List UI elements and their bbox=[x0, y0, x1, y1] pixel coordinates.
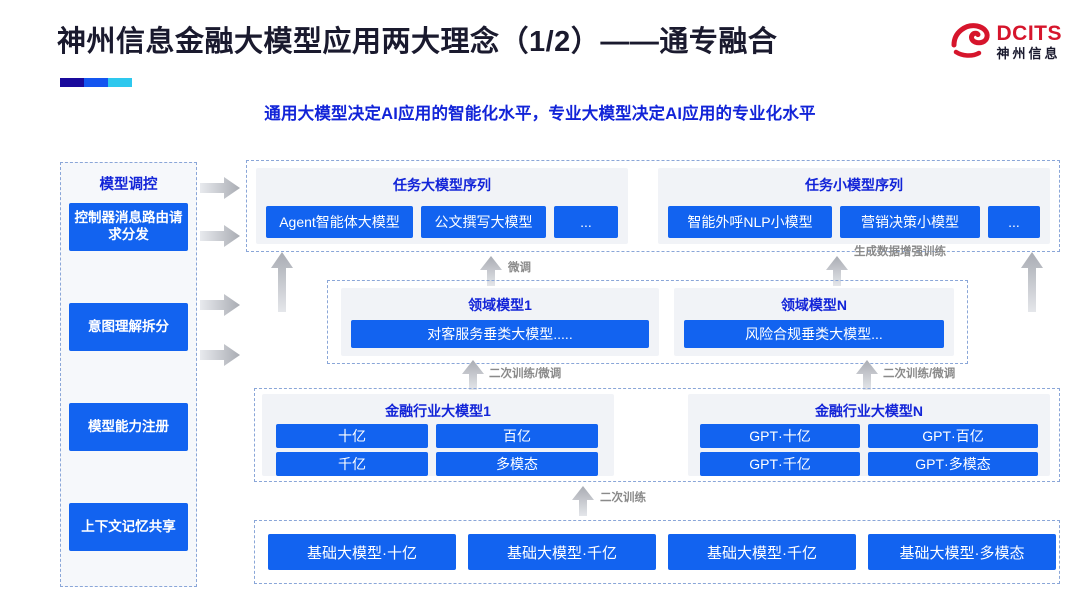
industry-model-n-group: 金融行业大模型N GPT·十亿 GPT·百亿 GPT·千亿 GPT·多模态 bbox=[688, 394, 1050, 476]
domain-row-container bbox=[327, 280, 968, 364]
task-row-container bbox=[246, 160, 1060, 252]
chip-ind1-multimodal[interactable]: 多模态 bbox=[436, 452, 598, 476]
arrow-right-icon-1 bbox=[200, 177, 240, 199]
chip-base-10y[interactable]: 基础大模型·十亿 bbox=[268, 534, 456, 570]
base-row-container bbox=[254, 520, 1060, 584]
sidebar-item-context-memory[interactable]: 上下文记忆共享 bbox=[69, 503, 188, 551]
industry-model-1-group: 金融行业大模型1 十亿 百亿 千亿 多模态 bbox=[262, 394, 614, 476]
arrow-up-icon-finetune bbox=[480, 256, 502, 286]
arrow-up-icon-agent bbox=[271, 252, 293, 312]
chip-indn-gpt-100y[interactable]: GPT·百亿 bbox=[868, 424, 1038, 448]
domain-model-n-title: 领域模型N bbox=[780, 297, 848, 313]
brand-logo: DCITS 神州信息 bbox=[950, 20, 1063, 62]
chip-base-multimodal[interactable]: 基础大模型·多模态 bbox=[868, 534, 1056, 570]
logo-cn-text: 神州信息 bbox=[996, 45, 1061, 61]
accent-segment-2 bbox=[84, 78, 108, 87]
task-large-model-group: 任务大模型序列 Agent智能体大模型 公文撰写大模型 ... bbox=[256, 168, 628, 244]
chip-task-small-more[interactable]: ... bbox=[988, 206, 1040, 238]
chip-ind1-100y[interactable]: 百亿 bbox=[436, 424, 598, 448]
arrow-up-icon-retrain-1 bbox=[462, 360, 484, 390]
arrow-label-data-augment: 生成数据增强训练 bbox=[854, 246, 946, 258]
chip-ind1-1000y[interactable]: 千亿 bbox=[276, 452, 428, 476]
task-small-model-group: 任务小模型序列 智能外呼NLP小模型 营销决策小模型 ... bbox=[658, 168, 1050, 244]
chip-task-large-more[interactable]: ... bbox=[554, 206, 618, 238]
sidebar-item-capability-registry[interactable]: 模型能力注册 bbox=[69, 403, 188, 451]
chip-marketing-decision-small-model[interactable]: 营销决策小模型 bbox=[840, 206, 980, 238]
chip-base-1000y-a[interactable]: 基础大模型·千亿 bbox=[468, 534, 656, 570]
domain-model-1-title: 领域模型1 bbox=[468, 297, 532, 313]
accent-segment-3 bbox=[108, 78, 132, 87]
accent-segment-1 bbox=[60, 78, 84, 87]
arrow-right-icon-2 bbox=[200, 225, 240, 247]
chip-risk-compliance-vertical-model[interactable]: 风险合规垂类大模型... bbox=[684, 320, 944, 348]
chip-outbound-nlp-small-model[interactable]: 智能外呼NLP小模型 bbox=[668, 206, 832, 238]
chip-document-writing-model[interactable]: 公文撰写大模型 bbox=[421, 206, 546, 238]
industry-model-1-title: 金融行业大模型1 bbox=[385, 403, 491, 419]
arrow-label-retrain-base: 二次训练 bbox=[600, 492, 646, 504]
chip-indn-gpt-10y[interactable]: GPT·十亿 bbox=[700, 424, 860, 448]
arrow-label-finetune: 微调 bbox=[508, 262, 531, 274]
arrow-up-icon-data-augment bbox=[826, 256, 848, 286]
chip-indn-gpt-1000y[interactable]: GPT·千亿 bbox=[700, 452, 860, 476]
title-accent-bar bbox=[60, 78, 132, 87]
domain-model-n-group: 领域模型N 风险合规垂类大模型... bbox=[674, 288, 954, 356]
arrow-up-icon-retrain-2 bbox=[856, 360, 878, 390]
domain-model-1-group: 领域模型1 对客服务垂类大模型..... bbox=[341, 288, 659, 356]
page-title: 神州信息金融大模型应用两大理念（1/2）——通专融合 bbox=[57, 26, 778, 58]
left-panel-title: 模型调控 bbox=[99, 177, 158, 193]
architecture-diagram: 任务大模型序列 Agent智能体大模型 公文撰写大模型 ... 任务小模型序列 … bbox=[246, 160, 1060, 588]
arrow-right-icon-3 bbox=[200, 294, 240, 316]
industry-row-container bbox=[254, 388, 1060, 482]
chip-indn-gpt-multimodal[interactable]: GPT·多模态 bbox=[868, 452, 1038, 476]
arrow-up-icon-retrain-base bbox=[572, 486, 594, 516]
sidebar-item-controller-routing[interactable]: 控制器消息路由请求分发 bbox=[69, 203, 188, 251]
left-control-panel: 模型调控 控制器消息路由请求分发 意图理解拆分 模型能力注册 上下文记忆共享 bbox=[60, 162, 197, 587]
logo-wordmark: DCITS 神州信息 bbox=[997, 23, 1063, 60]
arrow-up-icon-small-more bbox=[1021, 252, 1043, 312]
chip-customer-service-vertical-model[interactable]: 对客服务垂类大模型..... bbox=[351, 320, 649, 348]
chip-ind1-10y[interactable]: 十亿 bbox=[276, 424, 428, 448]
chip-agent-large-model[interactable]: Agent智能体大模型 bbox=[266, 206, 413, 238]
task-large-model-title: 任务大模型序列 bbox=[393, 177, 491, 193]
logo-en-text: DCITS bbox=[996, 21, 1062, 45]
arrow-right-icon-4 bbox=[200, 344, 240, 366]
arrow-label-retrain-1: 二次训练/微调 bbox=[489, 368, 562, 380]
sidebar-item-intent-understanding[interactable]: 意图理解拆分 bbox=[69, 303, 188, 351]
chip-base-1000y-b[interactable]: 基础大模型·千亿 bbox=[668, 534, 856, 570]
arrow-label-retrain-2: 二次训练/微调 bbox=[883, 368, 956, 380]
dcits-swirl-logo-icon bbox=[950, 20, 992, 62]
task-small-model-title: 任务小模型序列 bbox=[805, 177, 903, 193]
page-subtitle: 通用大模型决定AI应用的智能化水平，专业大模型决定AI应用的专业化水平 bbox=[264, 105, 816, 123]
industry-model-n-title: 金融行业大模型N bbox=[814, 403, 924, 419]
